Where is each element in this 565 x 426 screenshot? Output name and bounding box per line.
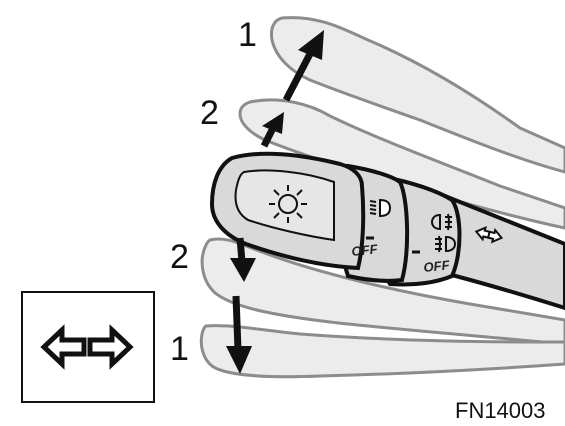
label-up-full: 1 bbox=[238, 16, 257, 54]
lever-ghost-up-full bbox=[270, 16, 565, 174]
headlight-icon bbox=[269, 185, 307, 223]
lever-ghost-down-full bbox=[199, 324, 565, 379]
rear-fog-icon bbox=[430, 213, 452, 231]
low-beam-icon bbox=[369, 198, 392, 218]
fog-switch-off-label: OFF bbox=[423, 257, 451, 275]
lever-body: OFF OFF bbox=[209, 151, 565, 311]
front-fog-icon bbox=[435, 235, 457, 253]
arrow-up-partial bbox=[260, 112, 284, 148]
lever-ghost-down-partial bbox=[200, 237, 565, 346]
label-down-partial: 2 bbox=[170, 238, 189, 276]
lever-stalk bbox=[427, 186, 565, 311]
arrow-up-full bbox=[282, 30, 324, 102]
label-up-partial: 2 bbox=[200, 94, 219, 132]
turn-signal-arrows-icon bbox=[474, 225, 504, 244]
arrow-down-full bbox=[226, 295, 252, 374]
arrow-down-partial bbox=[230, 237, 256, 282]
figure-code: FN14003 bbox=[455, 398, 546, 423]
lever-knob-face bbox=[234, 169, 335, 242]
indicator-inset bbox=[21, 291, 155, 403]
label-down-full: 1 bbox=[170, 330, 189, 368]
turn-signal-indicator-icon bbox=[40, 324, 134, 370]
light-switch-off-label: OFF bbox=[351, 241, 379, 259]
